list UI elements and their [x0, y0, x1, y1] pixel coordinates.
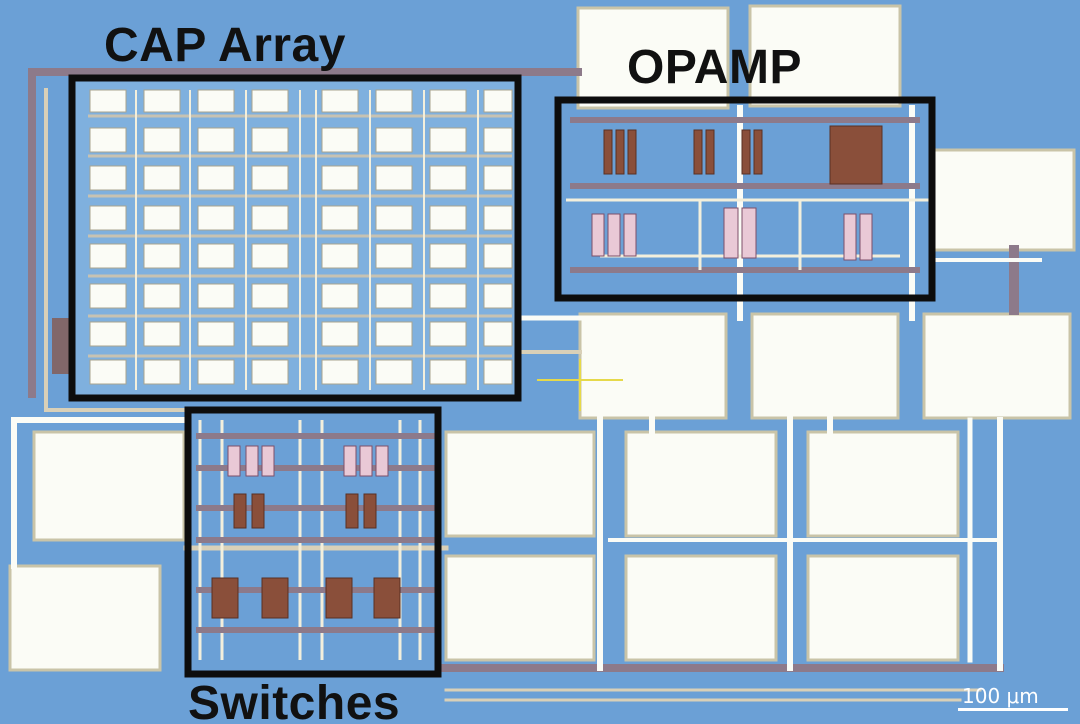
switches-outline	[184, 406, 442, 678]
opamp-label: OPAMP	[627, 41, 802, 94]
switch-devices	[196, 420, 436, 660]
scale-bar	[958, 708, 1068, 711]
bond-pads-top	[576, 4, 1076, 252]
capacitor-array	[52, 78, 518, 398]
opamp-devices	[566, 117, 930, 273]
annotation-boxes	[68, 74, 936, 678]
cap-array-label: CAP Array	[104, 19, 346, 72]
bond-pads-middle	[578, 312, 1072, 420]
metal-routing	[11, 68, 1042, 702]
switches-label: Switches	[188, 677, 401, 724]
opamp-outline	[554, 96, 936, 302]
bond-pads-lower	[8, 430, 960, 672]
cap-array-outline	[68, 74, 522, 402]
scale-bar-label: 100 μm	[962, 684, 1039, 708]
